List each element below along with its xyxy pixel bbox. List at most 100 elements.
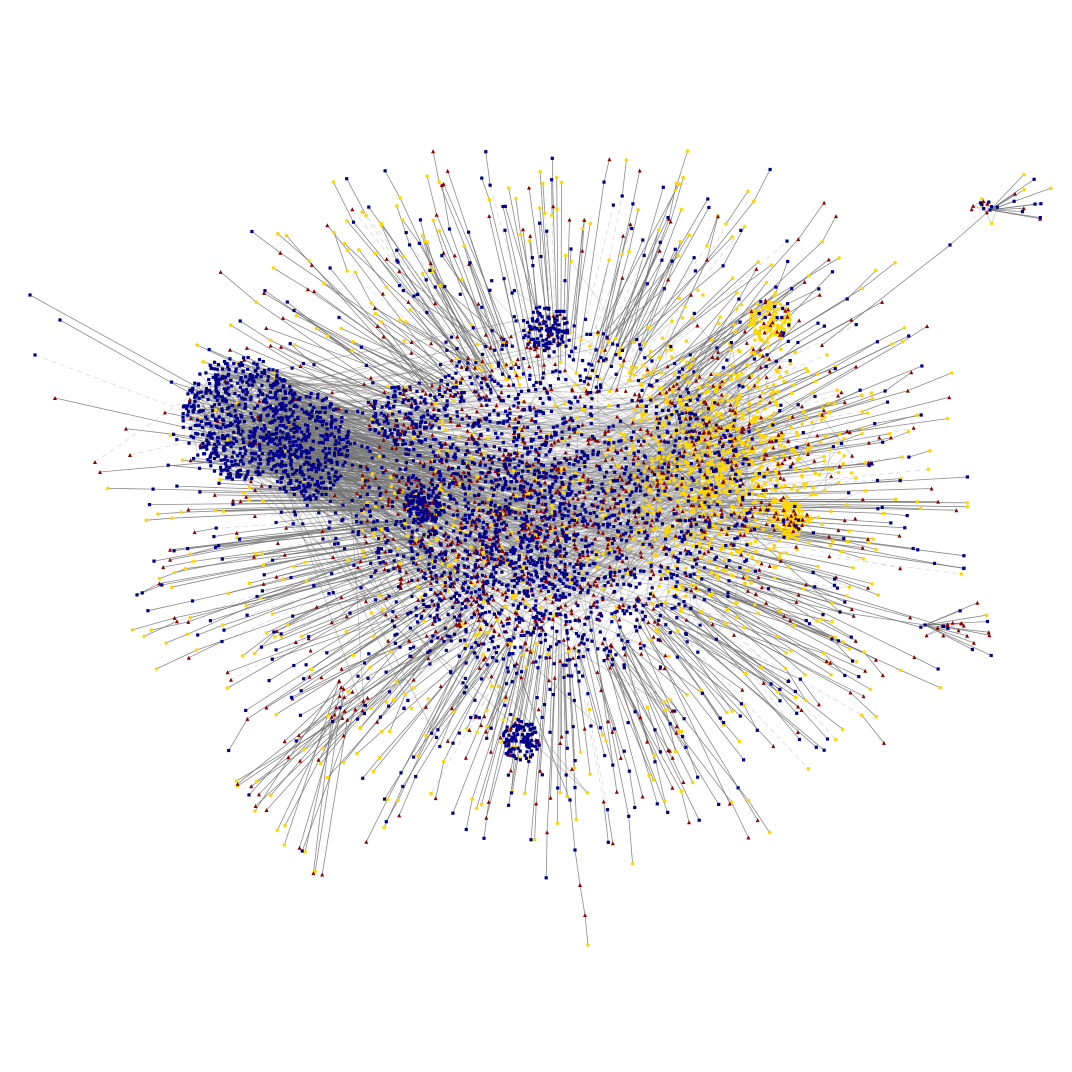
node-circle (691, 356, 695, 361)
edge (582, 578, 588, 619)
edge (581, 443, 609, 452)
node-circle (803, 673, 807, 677)
node-circle (772, 294, 777, 298)
node-circle (765, 471, 769, 475)
node-circle (398, 318, 402, 322)
edge (512, 451, 531, 495)
node-circle (733, 460, 738, 465)
node-circle (915, 499, 920, 504)
node-circle (758, 319, 763, 324)
node-circle (735, 373, 740, 378)
node-circle (699, 609, 704, 614)
node-circle (373, 504, 378, 509)
node-circle (810, 420, 814, 425)
edge (187, 410, 223, 416)
edge (539, 493, 574, 499)
node-circle (440, 422, 445, 426)
node-circle (587, 707, 592, 712)
node-circle (518, 232, 523, 237)
node-circle (684, 445, 689, 449)
node-circle (755, 410, 760, 414)
node-circle (378, 594, 382, 598)
node-circle (745, 568, 750, 572)
node-circle (482, 450, 487, 455)
node-circle (285, 622, 290, 627)
node-circle (644, 509, 649, 513)
node-circle (753, 518, 758, 523)
node-circle (789, 649, 793, 653)
node-circle (860, 426, 865, 431)
node-circle (647, 773, 651, 778)
node-circle (542, 545, 546, 549)
edge (583, 505, 629, 519)
edge (598, 578, 618, 608)
node-circle (772, 411, 776, 416)
node-circle (793, 532, 798, 537)
node-circle (743, 671, 748, 676)
node-circle (569, 259, 573, 264)
node-circle (481, 653, 486, 657)
node-circle (837, 432, 842, 436)
node-circle (357, 248, 361, 252)
node-circle (816, 515, 821, 520)
node-circle (817, 472, 822, 477)
edge (695, 499, 719, 516)
node-circle (1022, 172, 1026, 177)
node-circle (555, 821, 560, 826)
node-circle (823, 434, 828, 439)
node-circle (538, 170, 542, 174)
edge (241, 371, 244, 417)
node-circle (307, 258, 311, 263)
node-circle (630, 862, 635, 866)
node-circle (451, 523, 456, 528)
node-circle (578, 750, 583, 754)
node-circle (789, 487, 794, 491)
node-circle (358, 726, 362, 731)
node-circle (379, 527, 384, 532)
node-circle (341, 760, 346, 765)
node-circle (754, 549, 758, 554)
node-circle (411, 436, 416, 440)
node-circle (481, 551, 486, 555)
node-circle (705, 244, 709, 248)
node-circle (797, 456, 802, 461)
node-circle (144, 518, 149, 522)
node-circle (149, 628, 154, 632)
node-circle (787, 415, 791, 419)
node-circle (684, 372, 688, 377)
node-circle (452, 398, 457, 403)
node-circle (708, 377, 712, 381)
node-circle (870, 396, 875, 401)
edge (253, 428, 270, 455)
node-circle (854, 476, 858, 480)
node-circle (261, 563, 266, 567)
node-circle (475, 475, 479, 479)
node-circle (725, 424, 730, 429)
node-circle (784, 370, 789, 375)
edge (435, 481, 457, 532)
edge (325, 419, 336, 455)
edge (947, 623, 959, 631)
node-circle (759, 464, 764, 468)
node-circle (687, 365, 691, 370)
node-circle (730, 364, 734, 368)
node-circle (687, 395, 691, 400)
edge (193, 366, 229, 407)
node-circle (792, 623, 796, 628)
node-circle (793, 350, 798, 355)
edge (423, 487, 465, 505)
edge (516, 481, 543, 491)
node-circle (725, 710, 729, 715)
node-circle (830, 619, 834, 624)
edge (697, 414, 717, 456)
node-circle (517, 383, 522, 387)
node-circle (768, 477, 773, 482)
node-circle (360, 528, 365, 533)
edge (714, 450, 750, 470)
node-circle (785, 509, 790, 513)
node-circle (849, 471, 854, 475)
node-circle (326, 714, 330, 718)
edge (375, 589, 431, 601)
node-circle (738, 349, 742, 354)
node-circle (563, 253, 568, 258)
